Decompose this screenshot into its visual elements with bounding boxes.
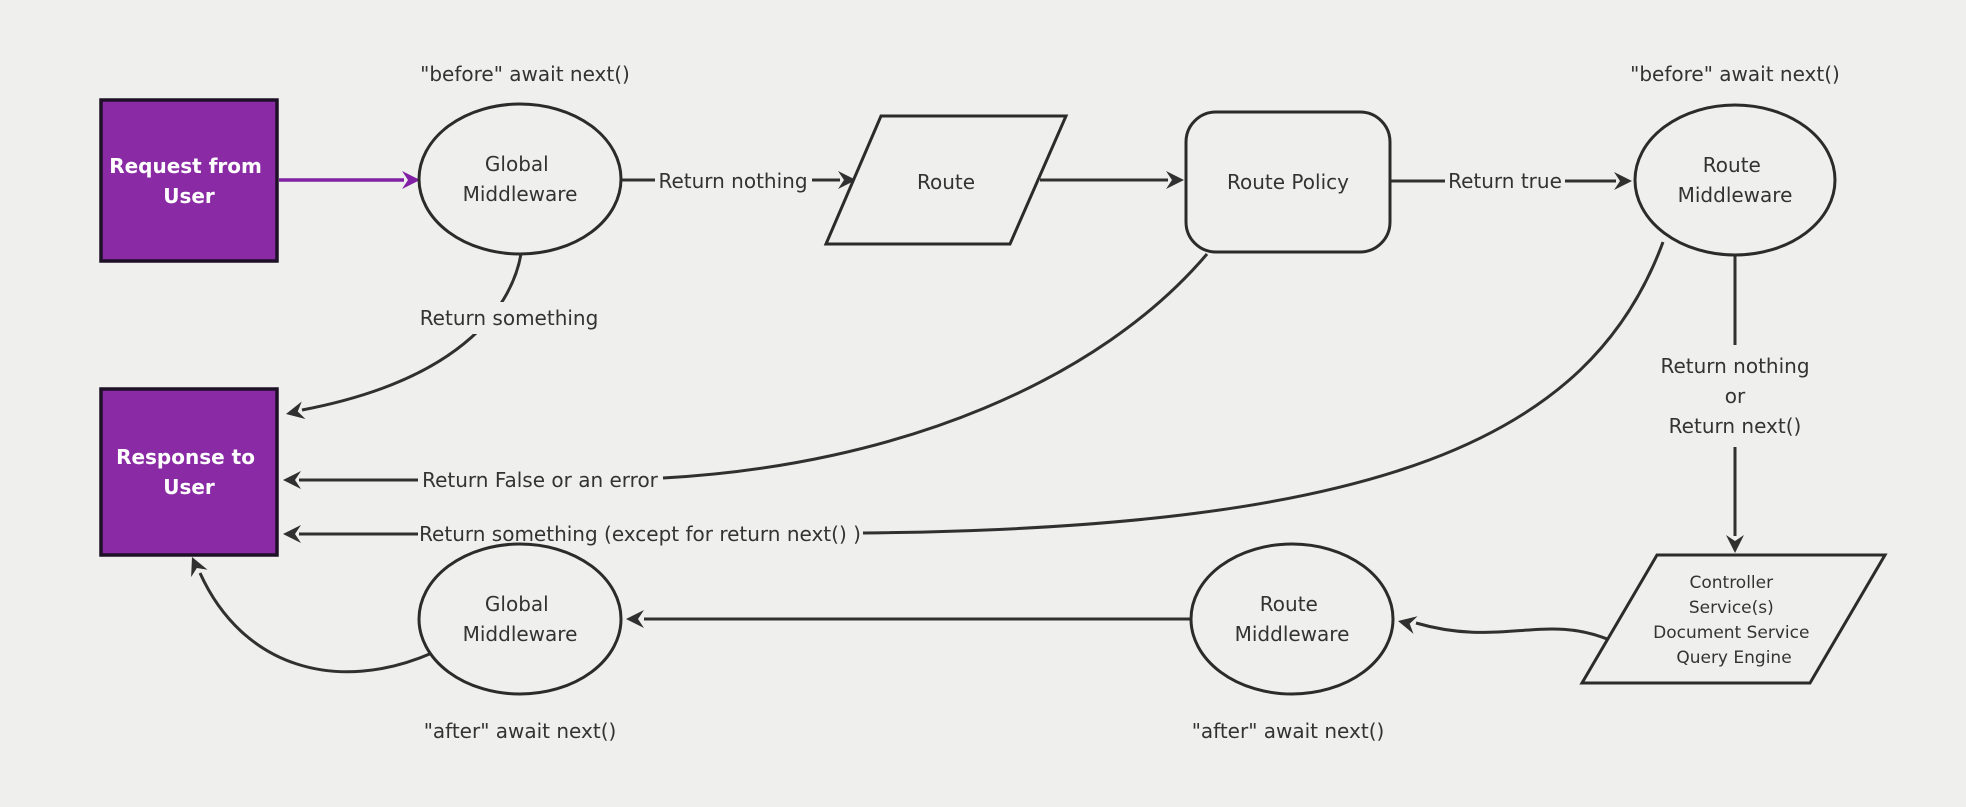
- annotation-before-right: "before" await next(): [1630, 62, 1840, 86]
- node-controller-services: Controller Service(s) Document Service Q…: [1579, 553, 1888, 685]
- arrowhead-routemw-to-globalmw-icon: [626, 610, 644, 628]
- controller-services-shape: [1579, 553, 1888, 685]
- route-middleware-top-shape: [1633, 103, 1837, 257]
- route-middleware-bottom-shape: [1189, 542, 1395, 696]
- node-global-middleware-top: Global Middleware: [417, 102, 623, 256]
- global-middleware-top-shape: [417, 102, 623, 256]
- edge-label-return-something: Return something: [420, 306, 599, 330]
- response-box-label: Response to User: [116, 445, 262, 499]
- arrowhead-controller-to-routemw-icon: [1398, 616, 1418, 634]
- arrowhead-policy-to-routemw-icon: [1614, 172, 1632, 190]
- node-route-middleware-top: Route Middleware: [1633, 103, 1837, 257]
- arrowhead-global-to-route-icon: [838, 171, 856, 189]
- node-route-policy: Route Policy: [1184, 110, 1392, 254]
- edge-return-false-right: [662, 253, 1209, 480]
- response-box-shape: [99, 387, 279, 557]
- edges: [191, 171, 1744, 674]
- global-middleware-bottom-label: Global Middleware: [463, 592, 578, 646]
- arrowhead-request-to-global-icon: [402, 171, 420, 189]
- edge-globalmw-return-something: [301, 253, 523, 412]
- arrowhead-globalmw-to-response-icon: [191, 557, 208, 578]
- edge-label-return-nothing-or-2: or: [1725, 384, 1746, 408]
- annotation-after-left: "after" await next(): [424, 719, 617, 743]
- route-shape: [823, 114, 1069, 246]
- arrowhead-return-except-icon: [283, 525, 301, 543]
- route-policy-label: Route Policy: [1227, 170, 1349, 194]
- controller-services-label: Controller Service(s) Document Service Q…: [1653, 573, 1815, 668]
- annotations: "before" await next() "before" await nex…: [420, 62, 1840, 743]
- arrowhead-return-false-icon: [283, 471, 301, 489]
- return-nothing-or-label-bg: [1645, 349, 1825, 443]
- arrowhead-to-controller-icon: [1726, 535, 1744, 553]
- arrowhead-return-something-icon: [286, 401, 306, 420]
- edge-globalmw-to-response: [198, 572, 433, 674]
- return-something-label-bg: [414, 302, 604, 334]
- request-box-label: Request from User: [109, 154, 269, 208]
- node-route-middleware-bottom: Route Middleware: [1189, 542, 1395, 696]
- node-request-box: Request from User: [99, 98, 279, 263]
- edge-labels: Return nothing Return true Return someth…: [414, 169, 1825, 546]
- annotation-after-right: "after" await next(): [1192, 719, 1385, 743]
- edge-label-return-true: Return true: [1448, 169, 1562, 193]
- edge-return-except-right: [862, 241, 1665, 535]
- arrowhead-route-to-policy-icon: [1166, 171, 1184, 189]
- global-middleware-top-label: Global Middleware: [463, 152, 578, 206]
- route-middleware-bottom-label: Route Middleware: [1235, 592, 1350, 646]
- node-response-box: Response to User: [99, 387, 279, 557]
- edge-label-return-nothing-or-3: Return next(): [1669, 414, 1802, 438]
- node-global-middleware-bottom: Global Middleware: [417, 542, 623, 696]
- edge-label-return-false: Return False or an error: [422, 468, 659, 492]
- edge-label-return-except: Return something (except for return next…: [419, 522, 861, 546]
- node-route: Route: [823, 114, 1069, 246]
- edge-controller-to-routemw-bottom: [1415, 621, 1613, 643]
- request-box-shape: [99, 98, 279, 263]
- route-middleware-top-label: Route Middleware: [1678, 153, 1793, 207]
- route-label: Route: [917, 170, 975, 194]
- global-middleware-bottom-shape: [417, 542, 623, 696]
- edge-label-return-nothing: Return nothing: [658, 169, 807, 193]
- edge-label-return-nothing-or-1: Return nothing: [1660, 354, 1809, 378]
- route-policy-shape: [1184, 110, 1392, 254]
- annotation-before-left: "before" await next(): [420, 62, 630, 86]
